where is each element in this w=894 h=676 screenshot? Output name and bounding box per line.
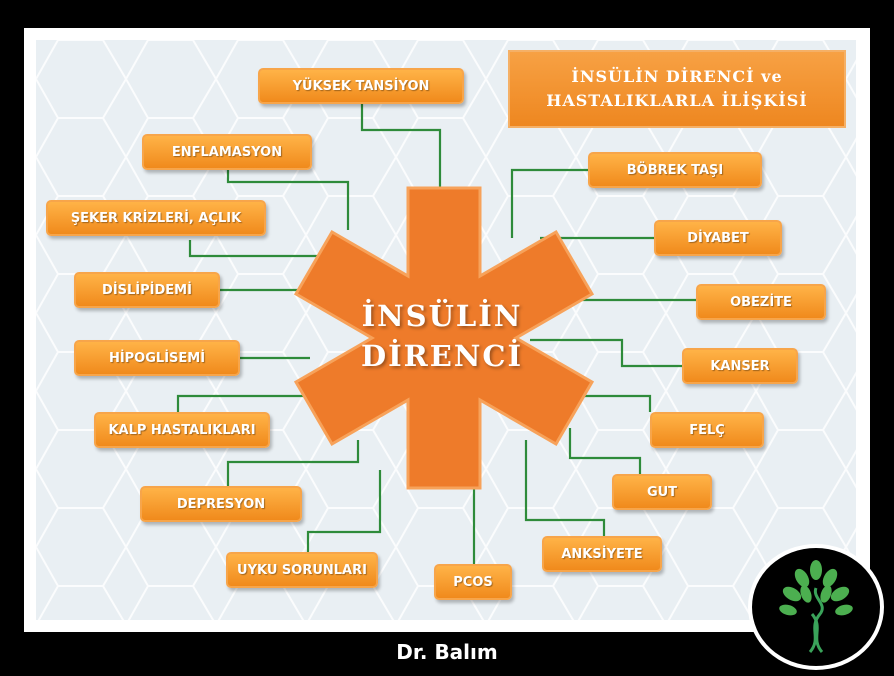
line-anksiyete: [524, 440, 606, 540]
tree-icon: [779, 560, 853, 653]
node-seker-krizleri: ŞEKER KRİZLERİ, AÇLIK: [46, 200, 266, 236]
node-enflamasyon: ENFLAMASYON: [142, 134, 312, 170]
line-kalp: [176, 394, 330, 412]
node-pcos: PCOS: [434, 564, 512, 600]
title-line-2: HASTALIKLARLA İLİŞKİSİ: [546, 91, 808, 110]
line-bobrek: [510, 168, 588, 238]
author-name: Dr. Balım: [396, 640, 498, 664]
node-obezite: OBEZİTE: [696, 284, 826, 320]
node-depresyon: DEPRESYON: [140, 486, 302, 522]
line-enflamasyon: [226, 170, 350, 230]
center-line-2: DİRENCİ: [360, 339, 524, 373]
title-box: İNSÜLİN DİRENCİ ve HASTALIKLARLA İLİŞKİS…: [508, 50, 846, 128]
center-label: İNSÜLİN DİRENCİ: [342, 296, 542, 376]
node-uyku-sorunlari: UYKU SORUNLARI: [226, 552, 378, 588]
line-yuksek-tansiyon: [360, 104, 442, 210]
node-felc: FELÇ: [650, 412, 764, 448]
tree-logo: [748, 544, 884, 670]
node-bobrek-tasi: BÖBREK TAŞI: [588, 152, 762, 188]
node-hipoglisemi: HİPOGLİSEMİ: [74, 340, 240, 376]
line-kanser: [530, 338, 682, 368]
node-gut: GUT: [612, 474, 712, 510]
node-anksiyete: ANKSİYETE: [542, 536, 662, 572]
line-felc: [580, 394, 652, 412]
line-seker: [188, 240, 320, 258]
node-yuksek-tansiyon: YÜKSEK TANSİYON: [258, 68, 464, 104]
title-line-1: İNSÜLİN DİRENCİ ve: [571, 67, 783, 86]
star-of-life: [293, 186, 595, 490]
node-kalp-hastaliklari: KALP HASTALIKLARI: [94, 412, 270, 448]
node-dislipidemi: DİSLİPİDEMİ: [74, 272, 220, 308]
line-gut: [568, 428, 642, 474]
node-diyabet: DİYABET: [654, 220, 782, 256]
line-depresyon: [226, 440, 360, 486]
center-line-1: İNSÜLİN: [361, 299, 523, 333]
node-kanser: KANSER: [682, 348, 798, 384]
line-uyku: [306, 470, 382, 552]
